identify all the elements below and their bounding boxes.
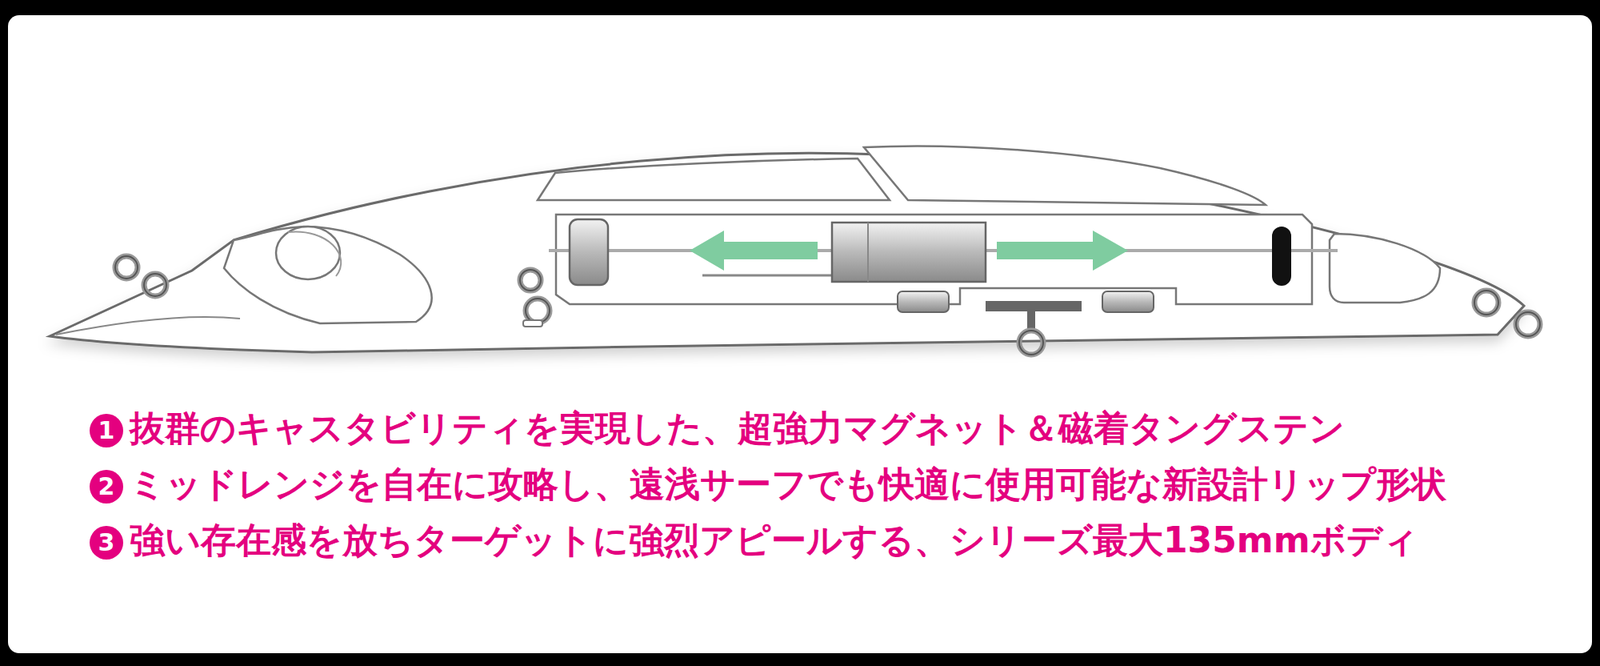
callout-number: 2 (89, 469, 124, 504)
feature-text: 抜群のキャスタビリティを実現した、超強力マグネット＆磁着タングステン (129, 406, 1345, 450)
feature-text: 強い存在感を放ちターゲットに強烈アピールする、シリーズ最大135mmボディ (129, 518, 1419, 562)
callout-number: 1 (89, 413, 124, 448)
callout-number: 3 (89, 525, 124, 560)
feature-text: ミッドレンジを自在に攻略し、遠浅サーフでも快適に使用可能な新設計リップ形状 (129, 462, 1447, 506)
